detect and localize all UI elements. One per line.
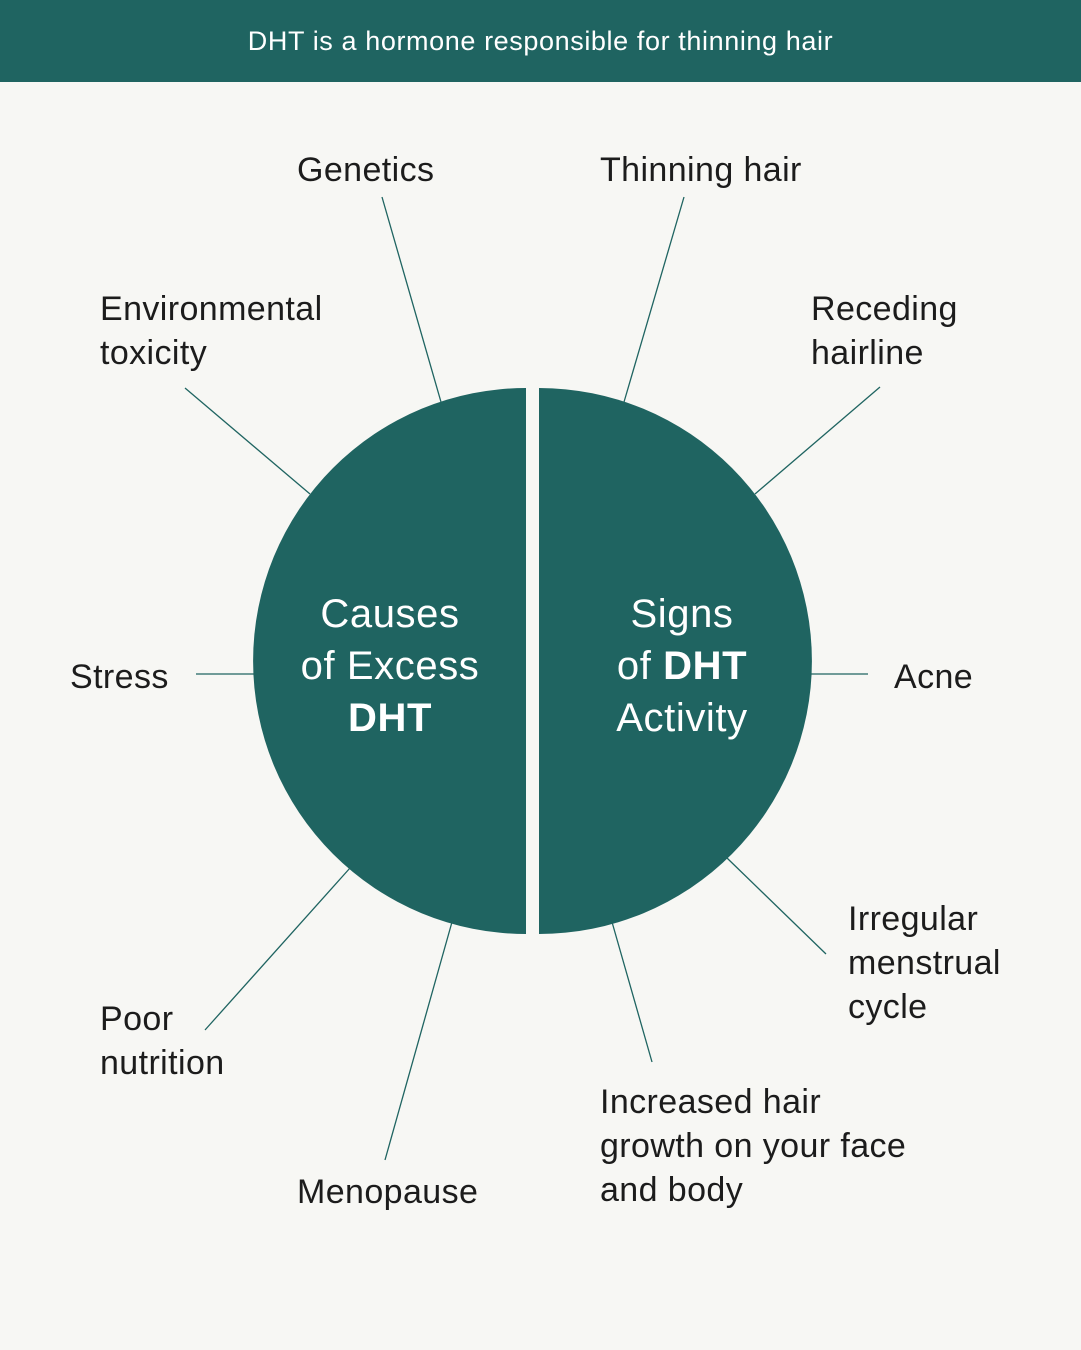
connector-menstrual [726, 857, 827, 955]
label-environmental-toxicity: Environmental toxicity [100, 290, 323, 372]
label-genetics: Genetics [297, 151, 435, 189]
label-acne: Acne [894, 658, 974, 696]
causes-heading-dht: DHT [347, 696, 432, 740]
causes-heading-line1: Causes [320, 592, 460, 636]
connector-hair-growth [611, 921, 653, 1063]
header-banner: DHT is a hormone responsible for thinnin… [0, 0, 1081, 82]
label-receding-hairline: Receding hairline [811, 290, 958, 372]
causes-half-circle [253, 388, 527, 934]
connector-thinning [623, 196, 685, 403]
signs-heading-line3: Activity [616, 696, 748, 740]
connector-menopause [384, 921, 453, 1161]
connector-environmental [184, 387, 311, 495]
connector-genetics [381, 196, 442, 403]
label-menopause: Menopause [297, 1173, 479, 1211]
connector-receding [754, 386, 881, 495]
signs-heading: Signs of DHT Activity [562, 588, 802, 744]
label-irregular-menstrual-cycle: Irregular menstrual cycle [848, 900, 1001, 1026]
label-increased-hair-growth: Increased hair growth on your face and b… [600, 1083, 907, 1209]
causes-heading-line2: of Excess [300, 644, 480, 688]
label-poor-nutrition: Poor nutrition [100, 1000, 225, 1082]
label-thinning-hair: Thinning hair [600, 151, 802, 189]
causes-heading: Causes of Excess DHT [270, 588, 510, 744]
header-title: DHT is a hormone responsible for thinnin… [247, 25, 834, 56]
signs-heading-dht: DHT [663, 644, 748, 688]
signs-half-circle [539, 388, 812, 934]
signs-heading-line1: Signs [630, 592, 734, 636]
label-stress: Stress [70, 658, 169, 696]
connector-nutrition [204, 867, 351, 1031]
signs-heading-of: of [616, 644, 664, 688]
